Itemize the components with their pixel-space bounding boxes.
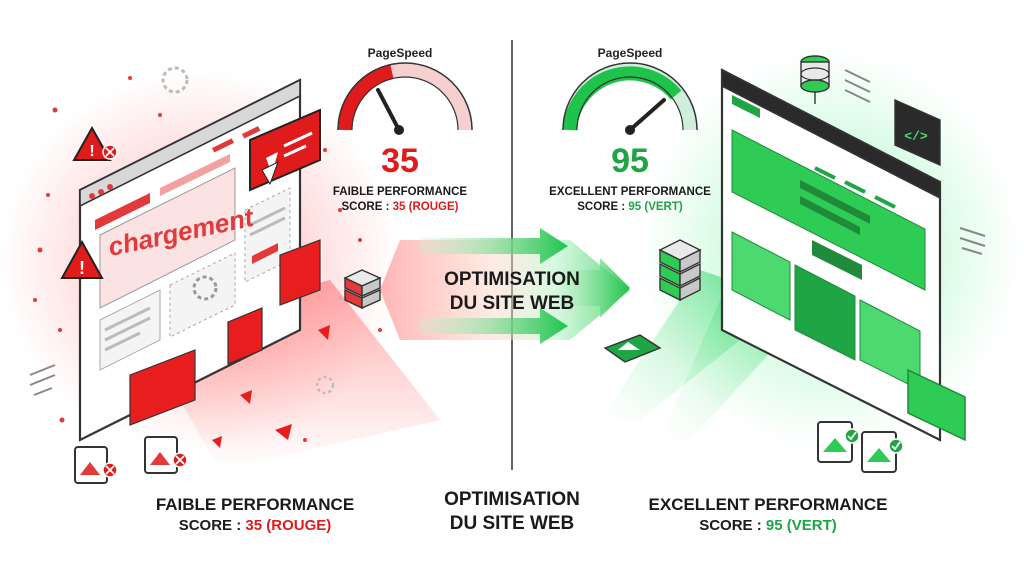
- left-gauge-title: PageSpeed: [367, 46, 433, 60]
- right-score: 95: [611, 142, 649, 180]
- warning-icon: !: [72, 125, 118, 161]
- left-score: 35: [381, 142, 419, 180]
- bottom-left-score: SCORE : 35 (ROUGE): [95, 516, 415, 536]
- right-score-value: 95: [628, 201, 642, 213]
- loading-spinner-icon: [161, 66, 335, 395]
- falling-fragments: [129, 239, 330, 448]
- warning-popup: [249, 108, 321, 192]
- bottom-right-title: EXCELLENT PERFORMANCE: [648, 495, 888, 514]
- left-score-prefix: SCORE :: [341, 201, 393, 213]
- bottom-right-caption: EXCELLENT PERFORMANCE SCORE : 95 (VERT): [608, 494, 928, 536]
- right-score-line: SCORE : 95 (VERT): [520, 200, 740, 215]
- pagespeed-gauge-green: [562, 62, 698, 135]
- right-perf-label: EXCELLENT PERFORMANCE SCORE : 95 (VERT): [520, 185, 740, 215]
- middle-label-line1: OPTIMISATION: [444, 269, 580, 290]
- svg-text:!: !: [89, 143, 94, 160]
- broken-image-icon: [144, 436, 188, 474]
- arrow-right-icon: [420, 228, 630, 344]
- middle-optimization-label: OPTIMISATION DU SITE WEB: [412, 268, 612, 316]
- image-check-icon: [861, 431, 904, 473]
- bottom-middle-line1: OPTIMISATION: [444, 489, 580, 510]
- svg-text:!: !: [79, 258, 85, 278]
- speed-lines: [29, 364, 56, 396]
- middle-label-line2: DU SITE WEB: [449, 293, 575, 314]
- left-score-value: 35: [392, 201, 406, 213]
- code-window-icon: </>: [894, 98, 941, 167]
- bottom-middle-line2: DU SITE WEB: [449, 513, 575, 534]
- server-icon: [343, 269, 382, 310]
- right-score-prefix: SCORE :: [577, 201, 629, 213]
- bottom-left-prefix: SCORE :: [178, 517, 246, 534]
- bottom-middle-caption: OPTIMISATION DU SITE WEB: [412, 488, 612, 536]
- right-gauge-title: PageSpeed: [597, 46, 663, 60]
- warning-icon: !: [60, 239, 104, 279]
- bottom-right-value: 95 (VERT): [765, 517, 837, 534]
- image-check-icon: [817, 421, 860, 463]
- bottom-left-caption: FAIBLE PERFORMANCE SCORE : 35 (ROUGE): [95, 494, 415, 536]
- broken-image-icon: [74, 446, 118, 484]
- bottom-right-prefix: SCORE :: [699, 517, 766, 534]
- left-score-color: (ROUGE): [408, 201, 459, 213]
- left-score-line: SCORE : 35 (ROUGE): [290, 200, 510, 215]
- database-icon: [800, 55, 871, 104]
- left-perf-label: FAIBLE PERFORMANCE SCORE : 35 (ROUGE): [290, 185, 510, 215]
- fast-website-window: [720, 68, 942, 442]
- bottom-left-title: FAIBLE PERFORMANCE: [155, 495, 355, 514]
- bottom-right-score: SCORE : 95 (VERT): [608, 516, 928, 536]
- right-score-color: (VERT): [644, 201, 683, 213]
- pagespeed-gauge-red: [337, 62, 473, 135]
- speed-lines: [959, 227, 986, 255]
- right-perf-title: EXCELLENT PERFORMANCE: [549, 186, 711, 198]
- svg-text:</>: </>: [904, 129, 928, 144]
- bottom-left-value: 35 (ROUGE): [245, 517, 332, 534]
- server-icon: [658, 239, 702, 302]
- toolbar-dashes: [212, 126, 261, 153]
- left-perf-title: FAIBLE PERFORMANCE: [332, 186, 468, 198]
- floating-panel: [907, 368, 966, 442]
- image-icon: [603, 334, 662, 363]
- optimization-flow-band: [380, 240, 630, 340]
